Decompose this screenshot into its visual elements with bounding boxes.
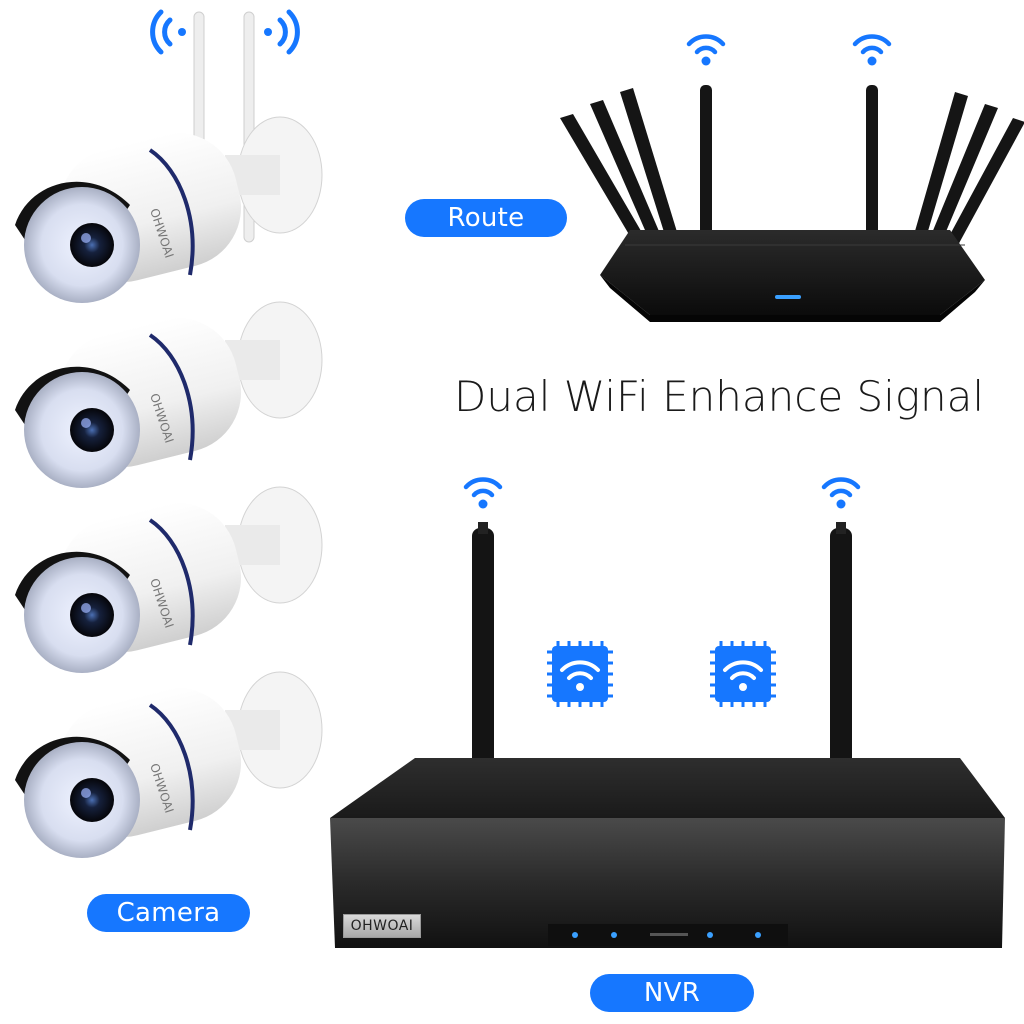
- camera-unit: OHWOAI: [15, 116, 323, 303]
- camera-label: Camera: [87, 894, 250, 932]
- camera-stack: OHWOAI OHWOAI OHWOAI OHWOAI: [15, 9, 323, 858]
- nvr-brand-badge: OHWOAI: [343, 914, 421, 938]
- route-label: Route: [405, 199, 567, 237]
- wifi-signal-icon: [821, 477, 861, 509]
- camera-unit: OHWOAI: [15, 671, 323, 858]
- headline: Dual WiFi Enhance Signal: [454, 372, 985, 421]
- wifi-chip-icon: [547, 641, 613, 707]
- wifi-chip-icon: [710, 641, 776, 707]
- wifi-signal-right-icon: [264, 9, 300, 55]
- camera-unit: OHWOAI: [15, 301, 323, 488]
- nvr-label: NVR: [590, 974, 754, 1012]
- nvr: [330, 477, 1005, 948]
- router-led: [775, 295, 801, 299]
- wifi-signal-icon: [686, 34, 726, 66]
- camera-unit: OHWOAI: [15, 486, 323, 673]
- wifi-signal-icon: [852, 34, 892, 66]
- router: [560, 34, 1024, 322]
- nvr-status-leds: [572, 932, 761, 938]
- wifi-signal-icon: [463, 477, 503, 509]
- wifi-signal-left-icon: [150, 9, 186, 55]
